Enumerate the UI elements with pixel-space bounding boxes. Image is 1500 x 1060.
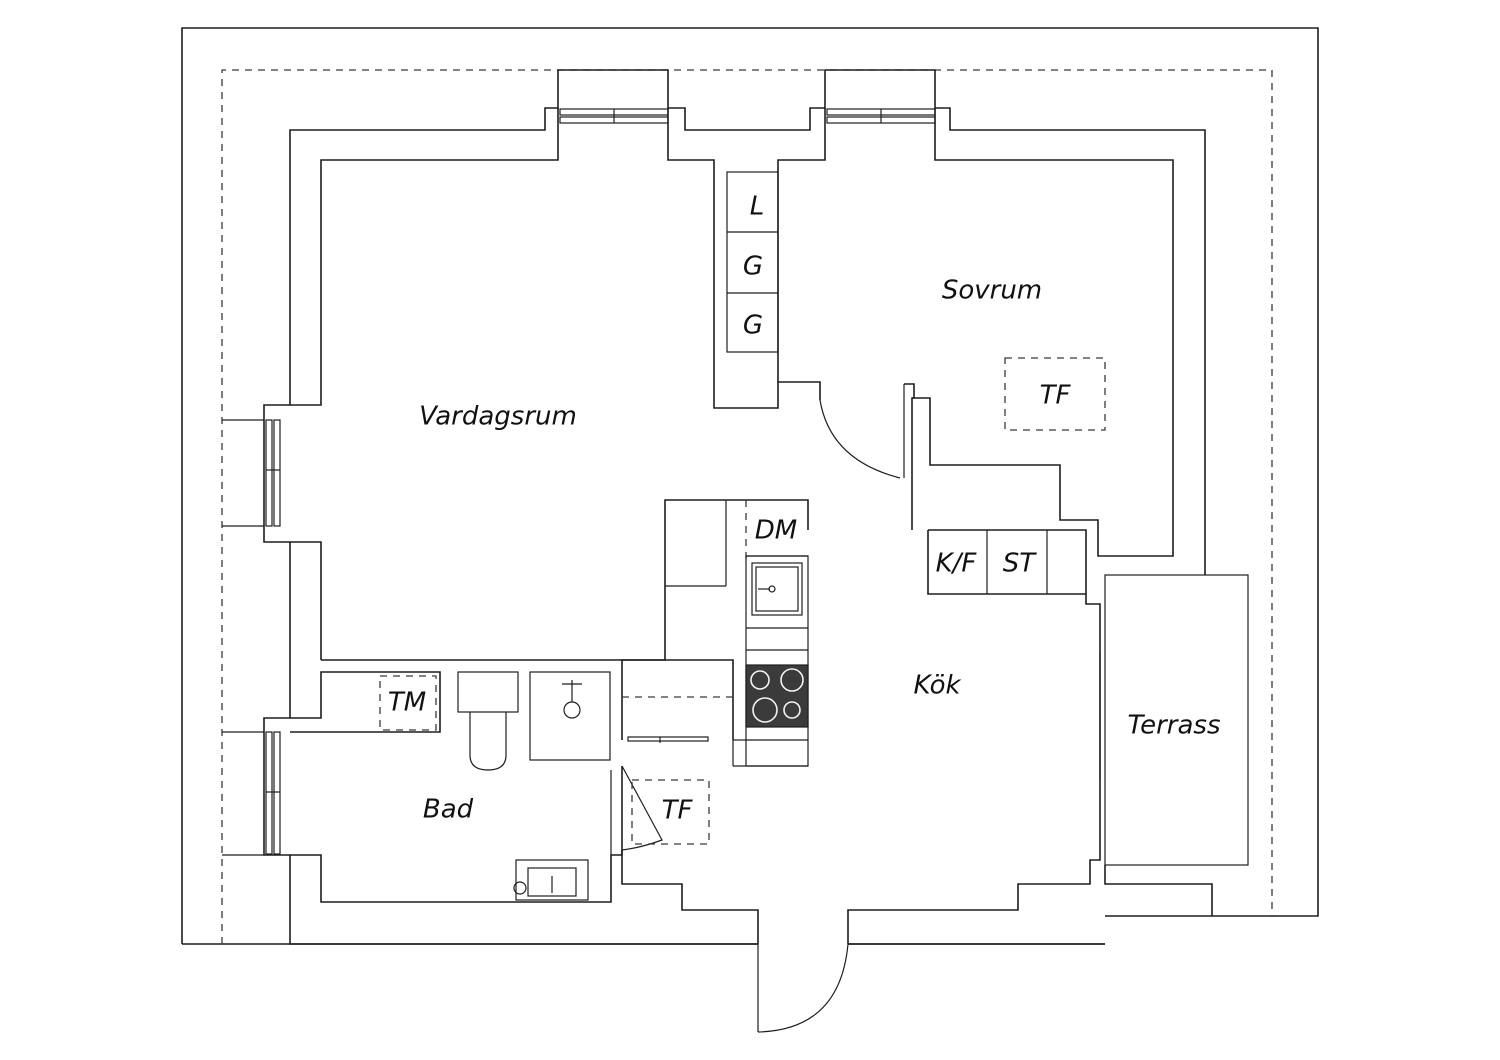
label-wardrobe-g1: G bbox=[743, 252, 763, 282]
bedroom-wall-inner bbox=[912, 108, 1174, 557]
window-top-2 bbox=[826, 108, 936, 124]
living-room-wall-north bbox=[667, 108, 821, 409]
bedroom-dryer-dashed bbox=[1004, 357, 1106, 431]
label-washing-machine: TM bbox=[388, 688, 426, 718]
sink-inner bbox=[755, 566, 799, 612]
bedroom-door-swing bbox=[819, 399, 901, 479]
window-left-1 bbox=[265, 419, 281, 527]
kitchen-wall-east bbox=[847, 594, 1101, 944]
toilet-bowl bbox=[469, 712, 507, 771]
bathroom-wall-south bbox=[290, 766, 623, 903]
shower-area bbox=[529, 671, 611, 761]
wardrobe-column bbox=[726, 171, 779, 353]
washing-machine-dashed bbox=[379, 675, 437, 731]
bedroom-wall-north bbox=[777, 108, 826, 382]
label-kitchen: Kök bbox=[913, 671, 961, 701]
living-room-wall-west bbox=[290, 108, 559, 406]
label-terrace: Terrass bbox=[1127, 711, 1220, 741]
terrace bbox=[1104, 574, 1249, 866]
hall-closet bbox=[621, 659, 734, 740]
living-room-wall bbox=[290, 541, 322, 660]
label-fridge-freezer: K/F bbox=[936, 549, 978, 579]
label-bedroom: Sovrum bbox=[942, 276, 1042, 306]
label-bathroom: Bad bbox=[423, 795, 474, 825]
window-left-2 bbox=[265, 731, 281, 855]
bath-sink bbox=[515, 859, 589, 901]
kitchen-hall-wall bbox=[321, 499, 809, 661]
kitchen-wall-south bbox=[621, 850, 759, 944]
label-wardrobe-g2: G bbox=[743, 311, 763, 341]
bathroom-wall bbox=[290, 671, 441, 733]
label-dryer-bedroom: TF bbox=[1040, 381, 1072, 411]
label-dryer-hall: TF bbox=[662, 796, 694, 826]
bedroom-wall-south bbox=[904, 383, 915, 530]
bath-door-swing bbox=[621, 765, 663, 851]
label-dishwasher: DM bbox=[755, 516, 797, 546]
label-storage: ST bbox=[1003, 549, 1038, 579]
hall-dryer-dashed bbox=[631, 779, 710, 845]
outer-wall bbox=[263, 69, 1206, 945]
label-living-room: Vardagsrum bbox=[419, 402, 577, 432]
toilet-tank bbox=[457, 671, 519, 713]
site-boundary bbox=[181, 27, 1319, 944]
eave-line bbox=[221, 69, 1273, 944]
label-wardrobe-l: L bbox=[750, 192, 765, 222]
entrance-door-swing bbox=[757, 943, 849, 1033]
window-top-1 bbox=[559, 108, 669, 124]
